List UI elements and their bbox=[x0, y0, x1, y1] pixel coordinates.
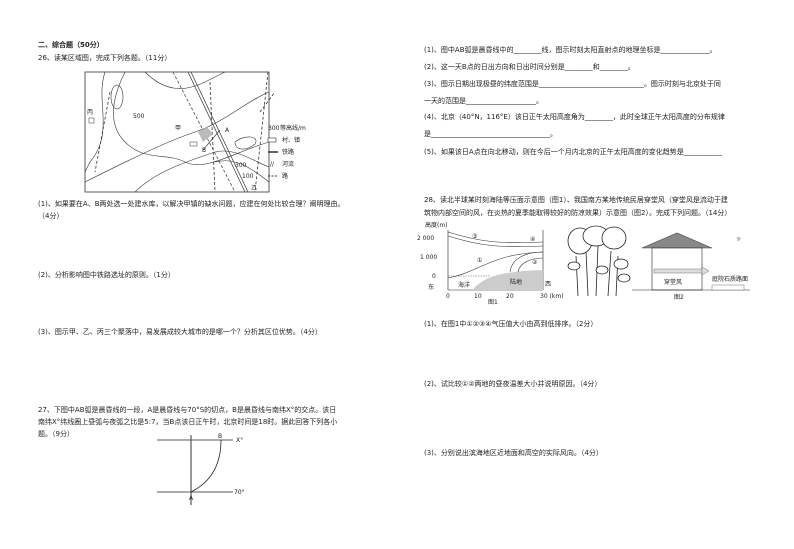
fig2-caption: 图2 bbox=[674, 294, 684, 301]
ytick: 2 000 bbox=[417, 235, 434, 242]
q27-title-1: 27、下图中AB弧是晨昏线的一段，A是晨昏线与70°S的切点，B是晨昏线与南纬X… bbox=[38, 406, 337, 414]
yard-label: 庭院石质路面 bbox=[712, 275, 748, 283]
label-A: A bbox=[225, 127, 230, 134]
terminator-diagram: B X° A 70° bbox=[157, 433, 245, 505]
fig2-house-diagram: 穿堂风 庭院石质路面 ☼ 图2 bbox=[632, 232, 750, 301]
label-jia: 甲 bbox=[175, 125, 181, 132]
q28-title-1: 28、读北半球某时刻海陆等压面示意图（图1）、我国南方某地传统民居穿堂风（穿堂风… bbox=[424, 196, 728, 204]
fig1-caption: 图1 bbox=[488, 299, 498, 306]
label-B: B bbox=[202, 147, 206, 154]
river-icon: // bbox=[270, 161, 275, 168]
east-label: 东 bbox=[428, 283, 434, 291]
legend-contour-value: 300 bbox=[268, 125, 280, 132]
legend-road: 路 bbox=[282, 172, 288, 180]
q27-4a: (4)、北京（40°N，116°E）该日正午太阳高度角为________，此时全… bbox=[424, 113, 725, 121]
legend-village: 村、镇 bbox=[282, 136, 300, 144]
q27-4b: 是__________________________________。 bbox=[424, 130, 557, 138]
village-icon bbox=[267, 137, 277, 143]
q26-1-score: （4分） bbox=[38, 212, 64, 220]
xtick: 0 bbox=[446, 293, 450, 300]
sun-icon: ☼ bbox=[736, 236, 742, 243]
point-B: B bbox=[218, 433, 222, 440]
label-yi: 乙 bbox=[251, 185, 257, 192]
wind-label: 穿堂风 bbox=[664, 278, 682, 286]
contour-500: 500 bbox=[133, 113, 145, 120]
q27-title-2: 南纬X°纬线圈上昼弧与夜弧之比是5:7，当B点该日正午时，北京时间是18时。据此… bbox=[38, 418, 338, 426]
fig1-isobaric-diagram: 高度(m) 2 000 1 000 0 ③ ④ ① ② 海洋 陆地 东 西 0 … bbox=[417, 221, 564, 306]
q28-3: (3)、分别说出滨海地区近地面和高空的实际风向。（4分） bbox=[424, 449, 603, 457]
land-label: 陆地 bbox=[510, 278, 522, 286]
contour-100: 100 bbox=[242, 173, 254, 180]
xtick: 30 (km) bbox=[540, 293, 564, 300]
ytick: 0 bbox=[432, 273, 436, 280]
fig1-ylabel: 高度(m) bbox=[425, 221, 448, 229]
contour-300: 300 bbox=[235, 162, 247, 169]
q27-1: (1)、图中AB弧是晨昏线中的________线，图示时刻太阳直射点的地理坐标是… bbox=[424, 46, 717, 54]
q27-title-3: 题。（9分） bbox=[38, 430, 74, 438]
q27-5: (5)、如果该日A点在向北移动，则在今后一个月内北京的正午太阳高度的变化趋势是_… bbox=[424, 148, 723, 156]
point-2: ② bbox=[532, 259, 538, 266]
lat-70: 70° bbox=[234, 489, 245, 496]
west-label: 西 bbox=[545, 281, 551, 288]
xtick: 20 bbox=[506, 293, 514, 300]
q26-topographic-map: 丙 甲 A B 500 300 100 乙 bbox=[84, 71, 276, 193]
ytick: 1 000 bbox=[420, 254, 437, 261]
lat-X: X° bbox=[236, 437, 243, 444]
point-4: ④ bbox=[530, 236, 535, 243]
point-A: A bbox=[189, 495, 194, 502]
q27-3a: (3)、图示日期出现极昼的纬度范围是______________________… bbox=[424, 80, 721, 88]
trees-illustration bbox=[567, 225, 631, 297]
xtick: 10 bbox=[474, 293, 482, 300]
q28-1: (1)、在图1中①②③④气压值大小由高到低排序。（2分） bbox=[424, 320, 598, 328]
point-3: ③ bbox=[472, 233, 477, 240]
q26-title: 26、读某区域图，完成下列各题。（11分） bbox=[38, 54, 172, 62]
q27-3b: 一天的范围是____________________。 bbox=[424, 97, 543, 105]
label-bing: 丙 bbox=[87, 109, 93, 116]
q28-2: (2)、试比较①②两地的昼夜温差大小并说明原因。（4分） bbox=[424, 380, 602, 388]
section-title: 二、综合题（50分） bbox=[38, 41, 104, 49]
q26-1: (1)、如果要在A、B两处选一处建水库，以解决甲镇的缺水问题，应建在何处比较合理… bbox=[38, 200, 345, 208]
q27-2: (2)、这一天B点的日出方向和日出时间分别是________和________。 bbox=[424, 63, 635, 71]
sea-label: 海洋 bbox=[458, 281, 470, 289]
point-1: ① bbox=[477, 257, 482, 264]
q26-2: (2)、分析影响图中铁路选址的原则。（1分） bbox=[38, 271, 175, 279]
legend-contour: 等高线/m bbox=[280, 124, 306, 132]
q28-title-2: 筑物内部空间的风，在炎热的夏季能取得较好的防凉效果）示意图（图2）。完成下列问题… bbox=[424, 209, 732, 217]
legend-railway: 铁路 bbox=[282, 148, 294, 156]
legend-river: 河流 bbox=[282, 160, 294, 168]
q26-3: (3)、图示甲、乙、丙三个聚落中，易发展成较大城市的是哪一个？分析其区位优势。（… bbox=[38, 328, 322, 336]
map-legend: 300 等高线/m 村、镇 铁路 // 河流 路 bbox=[267, 124, 306, 180]
